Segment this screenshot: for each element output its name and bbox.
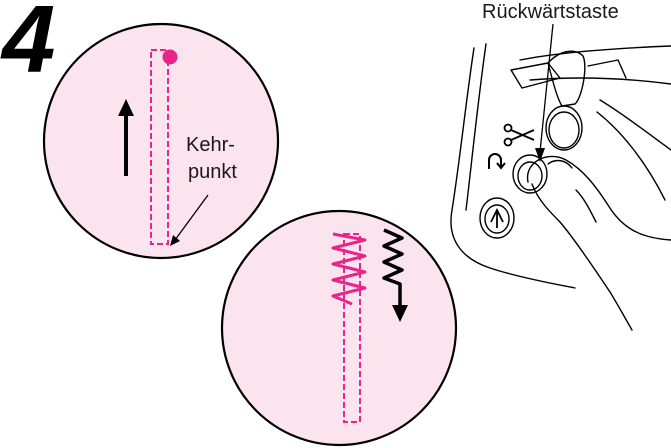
detail-circle-reverse <box>222 211 456 445</box>
turning-point-label-line1: Kehr- <box>186 134 235 157</box>
step-number: 4 <box>2 0 55 88</box>
reverse-button-label: Rückwärtstaste <box>482 1 619 24</box>
needle-dot <box>163 50 178 65</box>
turning-point-label-line2: punkt <box>188 161 237 184</box>
machine-panel-illustration <box>451 44 671 330</box>
scissors-icon <box>505 125 535 146</box>
detail-circle-forward <box>44 24 278 258</box>
start-stop-icon <box>491 210 503 228</box>
reverse-stitch-icon <box>489 154 505 169</box>
